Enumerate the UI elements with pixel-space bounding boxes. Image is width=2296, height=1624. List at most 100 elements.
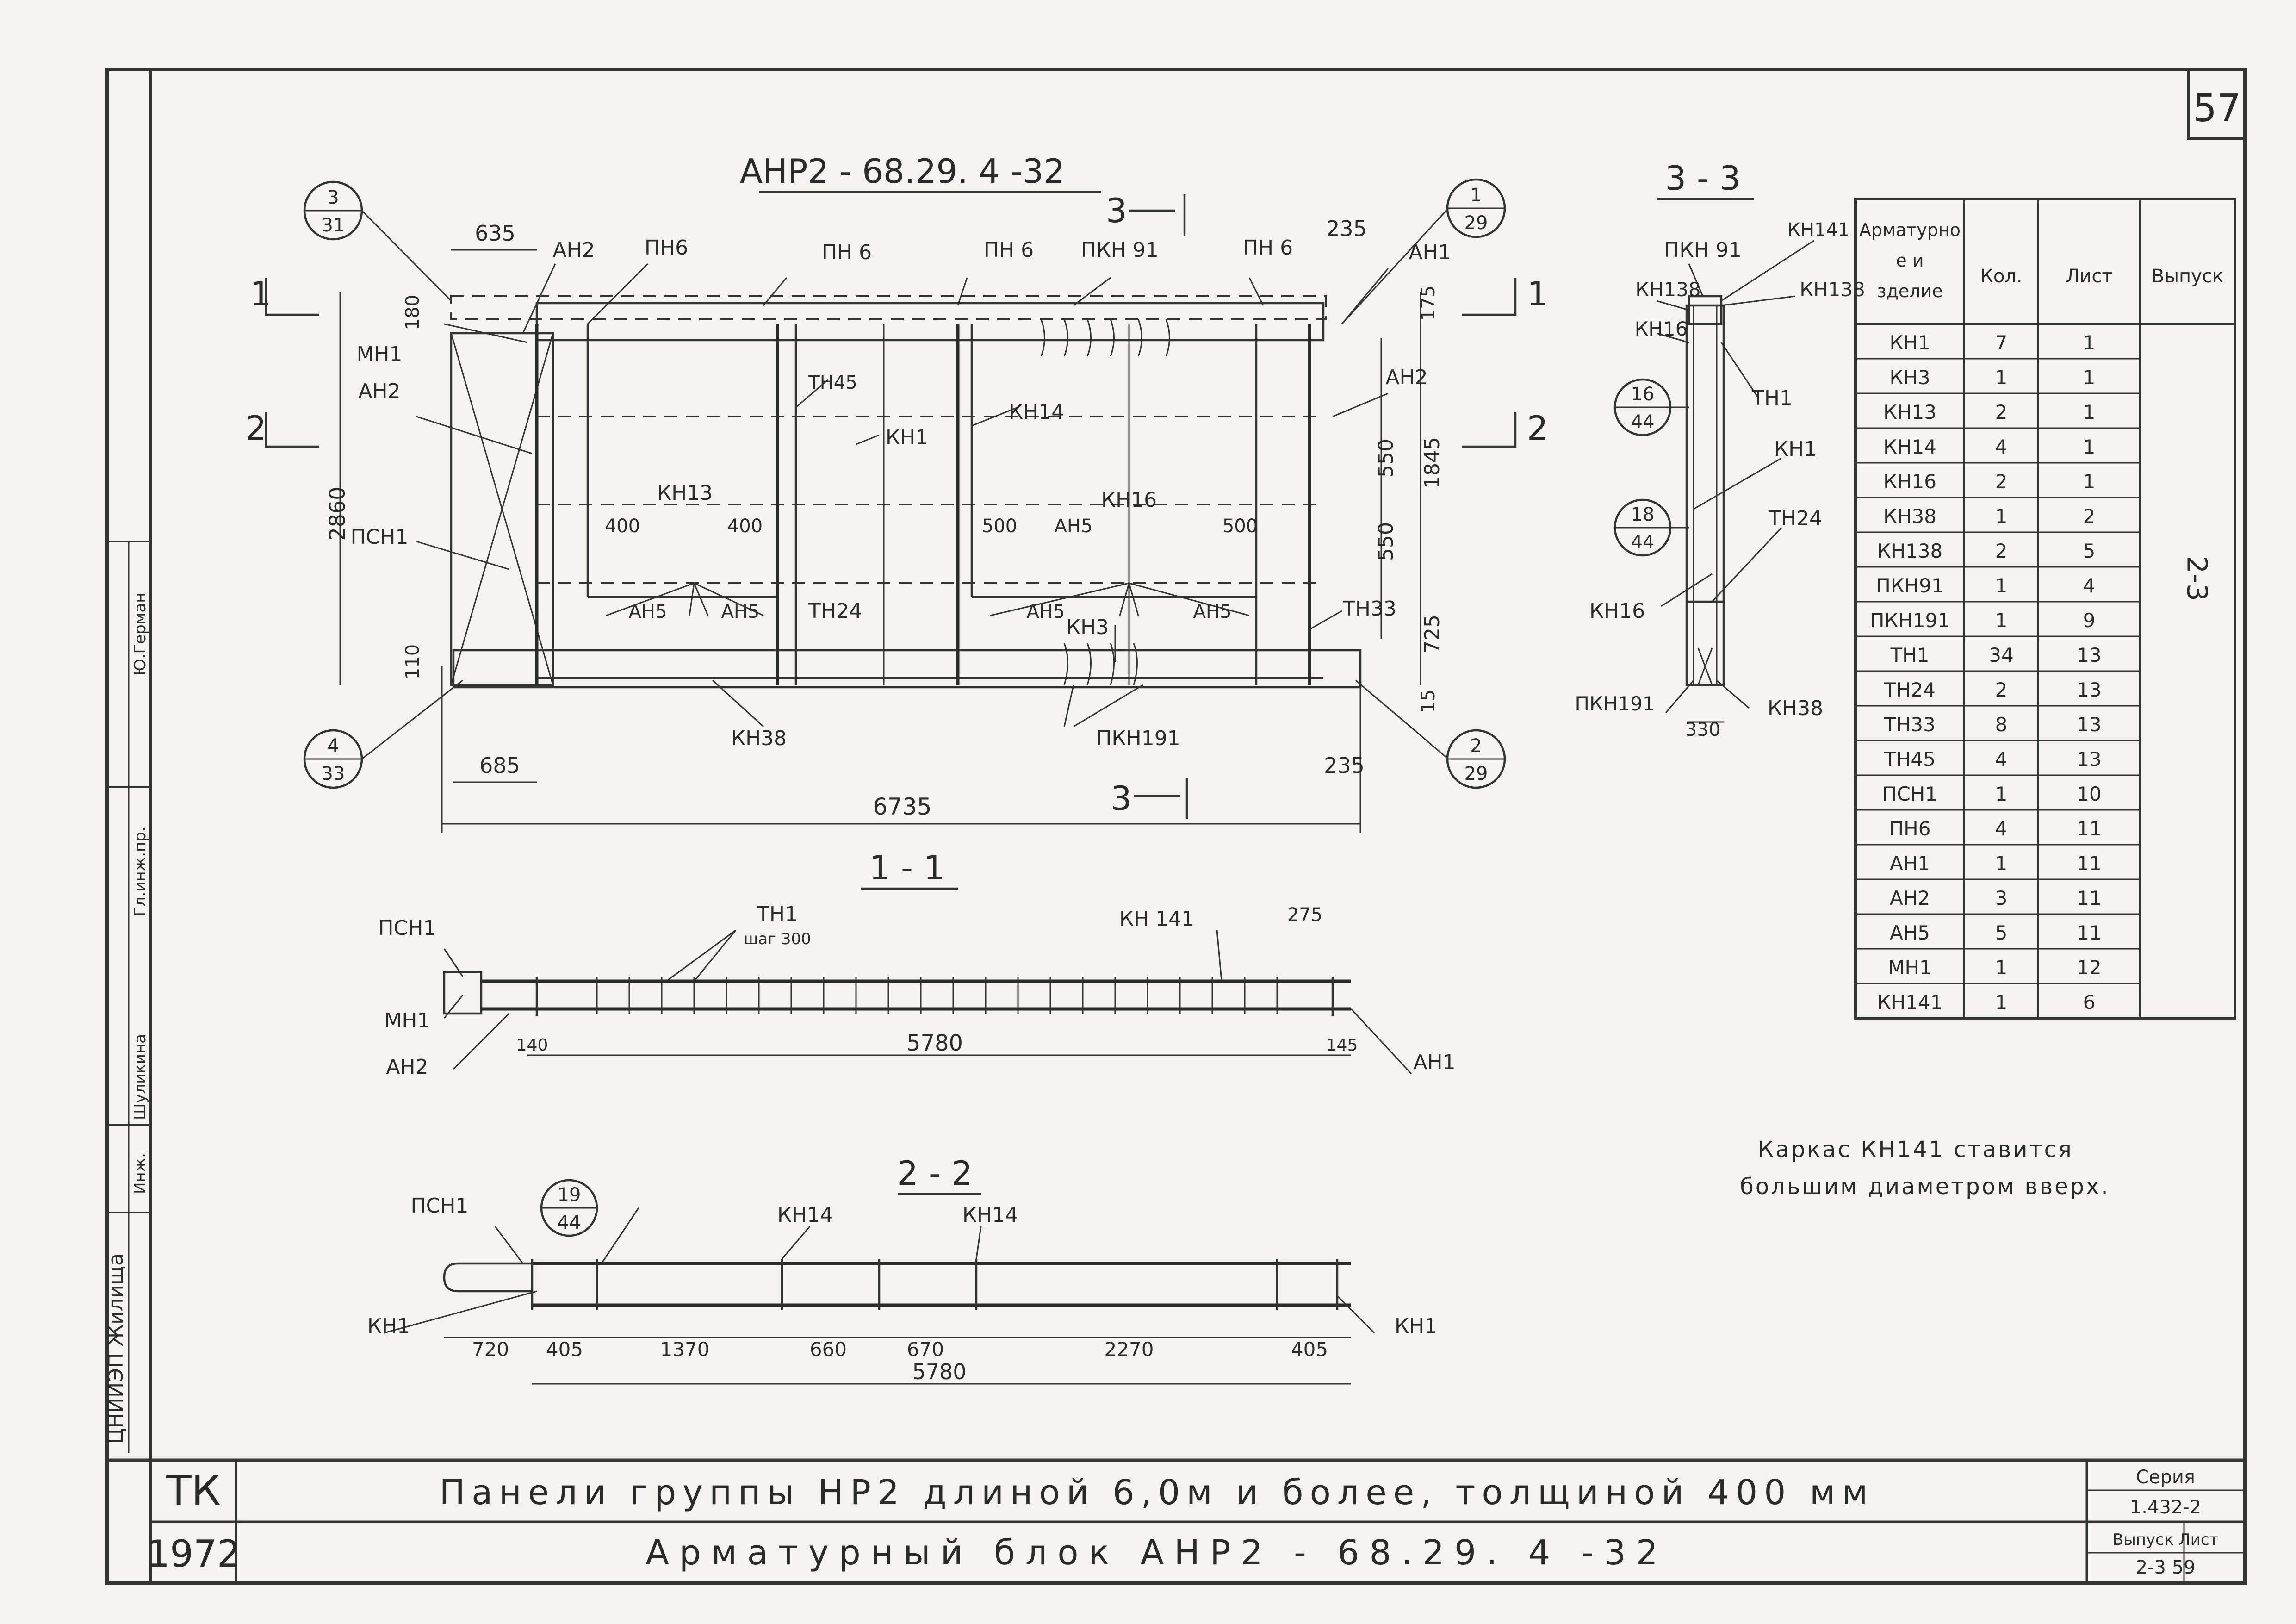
table-row-17-col-1: 5 [1995, 921, 2008, 944]
table-row-15-col-0: АН1 [1890, 852, 1930, 875]
label-kn13: КН13 [657, 481, 713, 505]
main-title: АНР2 - 68.29. 4 -32 [740, 152, 1065, 191]
svg-text:2: 2 [1527, 409, 1548, 448]
label-an5-d: АН5 [1193, 601, 1232, 622]
dim-500a: 500 [982, 516, 1017, 537]
svg-text:КН1: КН1 [1395, 1314, 1437, 1338]
callout-4-33: 4 33 [303, 679, 463, 789]
note-line2: большим диаметром вверх. [1740, 1174, 2110, 1200]
table-row-13-col-0: ПСН1 [1882, 783, 1937, 805]
dim-length: 6735 [873, 793, 931, 820]
label-psn1: ПСН1 [351, 525, 409, 549]
table-row-2-col-0: КН13 [1883, 401, 1936, 423]
svg-text:ТН24: ТН24 [1768, 507, 1822, 530]
table-row-11-col-0: ТН33 [1884, 713, 1936, 736]
table-row-8-col-1: 1 [1995, 609, 2008, 632]
label-mn1: МН1 [356, 342, 402, 366]
table-row-14-col-1: 4 [1995, 817, 2008, 840]
table-row-6-col-0: КН138 [1877, 540, 1943, 562]
svg-text:1: 1 [1470, 185, 1482, 206]
table-row-17-col-0: АН5 [1890, 921, 1930, 944]
svg-text:2: 2 [245, 409, 267, 448]
section-11-d275: 275 [1287, 904, 1322, 926]
callout-19-44: 19 44 [540, 1179, 598, 1237]
main-view: АНР2 - 68.29. 4 -32 [245, 152, 1548, 833]
svg-text:КН138: КН138 [1635, 278, 1701, 301]
svg-text:ПКН 91: ПКН 91 [1664, 238, 1741, 262]
section-33-dim: 330 [1685, 719, 1720, 740]
section-22-total: 5780 [912, 1359, 966, 1384]
dim-top-right: 235 [1326, 216, 1367, 241]
section-marks: 1 2 3 1 2 3 [245, 191, 1548, 819]
stamp-name2: Ю.Герман [131, 593, 149, 676]
svg-text:1: 1 [1527, 274, 1548, 313]
svg-text:3: 3 [1111, 779, 1132, 818]
top-beam [535, 302, 1325, 342]
label-tn45: ТН45 [808, 372, 857, 393]
table-row-13-col-1: 1 [1995, 783, 2008, 805]
dim-1845: 1845 [1421, 437, 1444, 489]
table-row-4-col-1: 2 [1995, 470, 2008, 493]
label-an5-c: АН5 [1027, 601, 1065, 622]
svg-text:670: 670 [907, 1338, 944, 1361]
series-value: 1.432-2 [2130, 1497, 2201, 1518]
svg-text:3: 3 [1106, 191, 1127, 230]
callout-16-44: 16 44 [1613, 378, 1689, 436]
label-an5-b: АН5 [721, 601, 760, 622]
svg-text:КН38: КН38 [1768, 697, 1823, 720]
table-row-19-col-1: 1 [1995, 991, 2008, 1014]
title-line1: Панели группы НР2 длиной 6,0м и более, т… [440, 1473, 1874, 1512]
table-row-1-col-2: 1 [2083, 366, 2096, 389]
outer-frame [105, 68, 2247, 1585]
svg-text:16: 16 [1631, 384, 1655, 405]
table-row-9-col-1: 34 [1989, 644, 2013, 666]
table-row-16-col-0: АН2 [1890, 887, 1930, 909]
table-row-6-col-1: 2 [1995, 540, 2008, 562]
section-11-length: 5780 [906, 1030, 963, 1056]
label-pn6-a: ПН6 [645, 236, 688, 260]
table-row-18-col-1: 1 [1995, 956, 2008, 979]
note: Каркас КН141 ставится большим диаметром … [1740, 1137, 2110, 1200]
label-pkn191: ПКН191 [1096, 727, 1180, 750]
table-row-13-col-2: 10 [2077, 783, 2101, 805]
table-row-17-col-2: 11 [2077, 921, 2101, 944]
section-11-title: 1 - 1 [869, 848, 944, 887]
table-row-3-col-2: 1 [2083, 436, 2096, 458]
table-row-14-col-2: 11 [2077, 817, 2101, 840]
label-kn16: КН16 [1101, 488, 1157, 512]
dim-bottom-right: 235 [1324, 753, 1365, 778]
svg-text:33: 33 [322, 763, 345, 784]
dim-bottom-left: 685 [479, 753, 520, 778]
table-row-9-col-2: 13 [2077, 644, 2101, 666]
svg-text:ПСН1: ПСН1 [379, 916, 436, 940]
table-row-0-col-2: 1 [2083, 331, 2096, 354]
svg-text:КН1: КН1 [367, 1314, 410, 1338]
callout-3-31: 3 31 [303, 180, 452, 302]
table-row-12-col-1: 4 [1995, 748, 2008, 771]
table-row-7-col-2: 4 [2083, 574, 2096, 597]
svg-text:720: 720 [472, 1338, 509, 1361]
table-header-1: Кол. [1980, 266, 2022, 287]
svg-text:КН1: КН1 [1774, 437, 1817, 461]
title-block: ТК 1972 Панели группы НР2 длиной 6,0м и … [107, 1458, 2245, 1583]
svg-text:КН141: КН141 [1787, 219, 1850, 241]
callout-18-44: 18 44 [1613, 498, 1689, 557]
section-11-d145: 145 [1326, 1036, 1358, 1055]
label-pn6-b: ПН 6 [822, 241, 872, 264]
left-column [450, 332, 554, 686]
svg-text:1: 1 [250, 274, 271, 313]
table-row-3-col-0: КН14 [1883, 436, 1936, 458]
svg-text:КН 141: КН 141 [1119, 907, 1194, 931]
label-pn6-c: ПН 6 [984, 238, 1034, 262]
table-row-15-col-1: 1 [1995, 852, 2008, 875]
svg-text:660: 660 [810, 1338, 847, 1361]
dim-400b: 400 [727, 516, 763, 537]
stamp-role1: Инж. [131, 1153, 149, 1194]
callout-1-29: 1 29 [1341, 178, 1506, 325]
table-row-9-col-0: ТН1 [1890, 644, 1930, 666]
dim-height: 2860 [325, 486, 350, 541]
